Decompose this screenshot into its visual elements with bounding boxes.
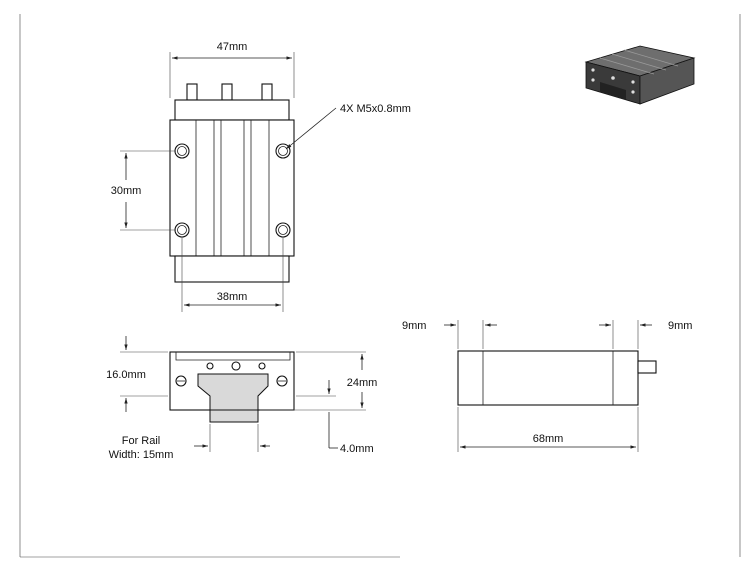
hole-width-label: 38mm	[217, 291, 248, 303]
front-screws	[175, 361, 288, 387]
top-body	[169, 119, 295, 257]
rail-note-line2: Width: 15mm	[109, 449, 174, 461]
right-end-label: 9mm	[668, 320, 692, 332]
side-stud	[637, 360, 657, 374]
hole-spacing-label: 30mm	[111, 185, 142, 197]
sheet-border	[19, 14, 741, 558]
top-view: 47mm 30mm 38mm 4X M5x0.8mm	[111, 41, 411, 312]
top-width-label: 47mm	[217, 41, 248, 53]
rail-note-line1: For Rail	[122, 435, 161, 447]
length-label: 68mm	[533, 433, 564, 445]
left-end-label: 9mm	[402, 320, 426, 332]
top-studs	[174, 83, 290, 121]
side-body	[457, 350, 639, 406]
top-base-plate	[174, 255, 290, 283]
front-height-label: 16.0mm	[106, 369, 146, 381]
mounting-holes	[174, 143, 291, 238]
top-grooves	[195, 120, 270, 256]
front-view: 16.0mm 24mm 4.0mm For Rail Width: 15mm	[106, 336, 377, 461]
side-view: 9mm 9mm 68mm	[402, 320, 692, 452]
total-height-label: 24mm	[347, 377, 378, 389]
linear-bearing-block-isometric-icon	[584, 45, 696, 105]
offset-label: 4.0mm	[340, 443, 374, 455]
thread-callout: 4X M5x0.8mm	[340, 103, 411, 115]
